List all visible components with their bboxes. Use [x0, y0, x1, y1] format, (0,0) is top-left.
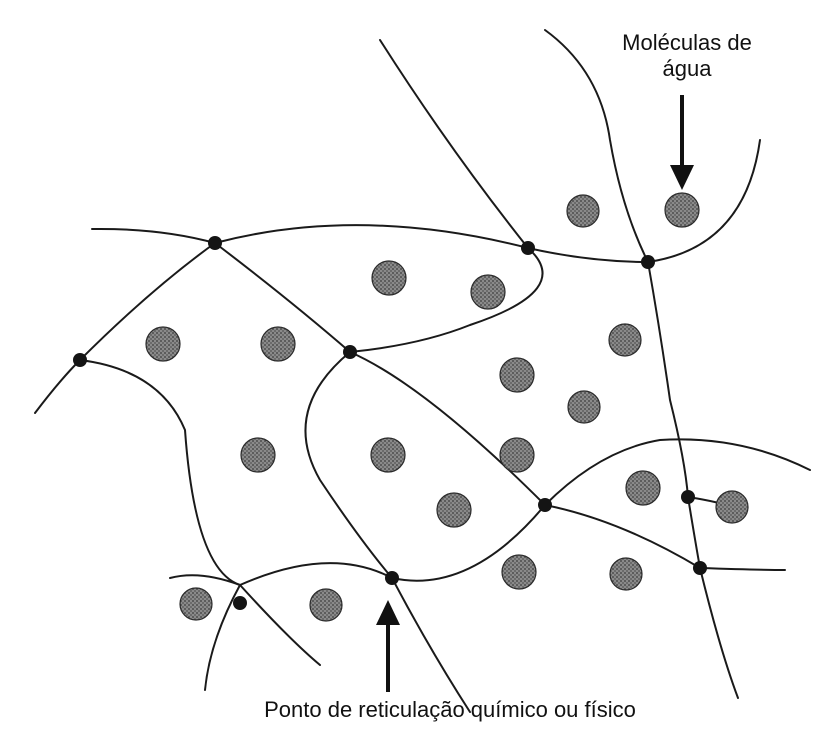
- water-molecule: [665, 193, 699, 227]
- water-molecule: [310, 589, 342, 621]
- crosslink-point: [538, 498, 552, 512]
- crosslink-arrow: [376, 600, 400, 692]
- crosslink-point: [385, 571, 399, 585]
- water-molecule: [716, 491, 748, 523]
- water-molecules-label: Moléculas de água: [592, 30, 782, 82]
- crosslink-point: [343, 345, 357, 359]
- water-molecules: [146, 193, 748, 621]
- crosslink-point: [208, 236, 222, 250]
- water-label-line-1: Moléculas de: [592, 30, 782, 56]
- crosslink-point: [681, 490, 695, 504]
- water-molecule: [610, 558, 642, 590]
- water-molecule: [261, 327, 295, 361]
- water-molecule: [609, 324, 641, 356]
- water-arrow: [670, 95, 694, 190]
- polymer-chain: [380, 40, 528, 248]
- polymer-chain: [80, 360, 545, 585]
- polymer-chain: [240, 585, 320, 665]
- water-molecule: [146, 327, 180, 361]
- water-molecule: [372, 261, 406, 295]
- crosslink-point: [521, 241, 535, 255]
- crosslink-point: [73, 353, 87, 367]
- water-molecule: [471, 275, 505, 309]
- water-label-line-2: água: [592, 56, 782, 82]
- water-molecule: [371, 438, 405, 472]
- polymer-chain: [545, 439, 810, 505]
- polymer-chain: [35, 243, 215, 413]
- water-molecule: [500, 438, 534, 472]
- crosslink-point: [641, 255, 655, 269]
- water-molecule: [241, 438, 275, 472]
- water-molecule: [500, 358, 534, 392]
- crosslink-point: [693, 561, 707, 575]
- polymer-chain: [350, 248, 543, 352]
- polymer-chain: [545, 30, 738, 698]
- water-molecule: [502, 555, 536, 589]
- water-molecule: [437, 493, 471, 527]
- water-molecule: [568, 391, 600, 423]
- water-molecule: [180, 588, 212, 620]
- crosslink-point-label: Ponto de reticulação químico ou físico: [210, 697, 690, 723]
- polymer-chain: [92, 140, 760, 262]
- crosslink-point: [233, 596, 247, 610]
- water-molecule: [567, 195, 599, 227]
- water-molecule: [626, 471, 660, 505]
- polymer-chains: [35, 30, 810, 712]
